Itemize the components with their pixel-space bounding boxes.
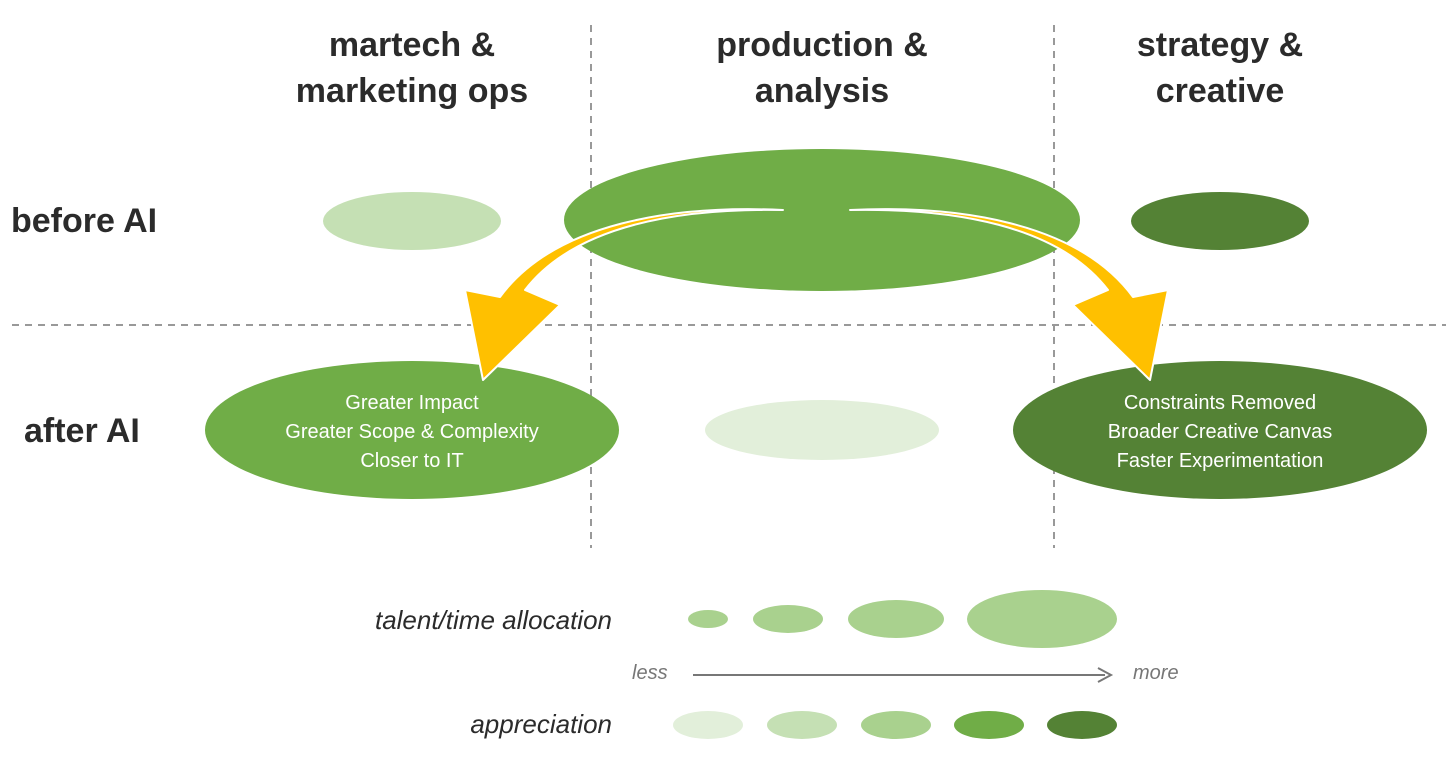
column-header-line: marketing ops: [295, 72, 529, 110]
scale-more-label: more: [1133, 662, 1179, 684]
scale-arrow-head: [1097, 667, 1114, 683]
legend-size-label: talent/time allocation: [374, 605, 612, 635]
column-header-line: martech &: [328, 26, 496, 64]
before-strategy-bubble: [1131, 192, 1309, 250]
after-martech-text: Greater Impact Greater Scope & Complexit…: [232, 389, 592, 476]
size-scale-1: [688, 610, 728, 628]
bubble-text-line: Broader Creative Canvas: [1107, 421, 1333, 443]
legend-color-label: appreciation: [470, 709, 612, 739]
arrow-to-strategy: [849, 208, 1169, 381]
row-header-after: after AI: [24, 412, 140, 450]
size-scale-3: [848, 600, 944, 638]
after-strategy-text: Constraints Removed Broader Creative Can…: [1040, 389, 1400, 476]
after-production-bubble: [705, 400, 939, 460]
arrow-to-martech: [464, 208, 784, 381]
bubble-text-line: Faster Experimentation: [1116, 450, 1324, 472]
size-scale-2: [753, 605, 823, 633]
row-header-before: before AI: [11, 202, 158, 240]
size-scale-4: [967, 590, 1117, 648]
bubble-text-line: Constraints Removed: [1123, 392, 1317, 414]
after-martech-bubble: [205, 361, 619, 499]
before-production-bubble: [564, 149, 1080, 291]
column-header-production: production & analysis: [642, 22, 1002, 114]
column-header-line: analysis: [754, 72, 890, 110]
appreciation-scale-3: [861, 711, 931, 739]
appreciation-scale-2: [767, 711, 837, 739]
before-martech-bubble: [323, 192, 501, 250]
bubble-text-line: Greater Scope & Complexity: [285, 421, 539, 443]
column-header-martech: martech & marketing ops: [232, 22, 592, 114]
bubble-text-line: Closer to IT: [360, 450, 464, 472]
scale-less-label: less: [632, 662, 668, 684]
column-header-line: creative: [1155, 72, 1285, 110]
appreciation-scale-4: [954, 711, 1024, 739]
after-strategy-bubble: [1013, 361, 1427, 499]
appreciation-scale-5: [1047, 711, 1117, 739]
column-header-line: production &: [716, 26, 928, 64]
appreciation-scale-1: [673, 711, 743, 739]
bubble-text-line: Greater Impact: [345, 392, 479, 414]
column-header-line: strategy &: [1136, 26, 1304, 64]
column-header-strategy: strategy & creative: [1040, 22, 1400, 114]
